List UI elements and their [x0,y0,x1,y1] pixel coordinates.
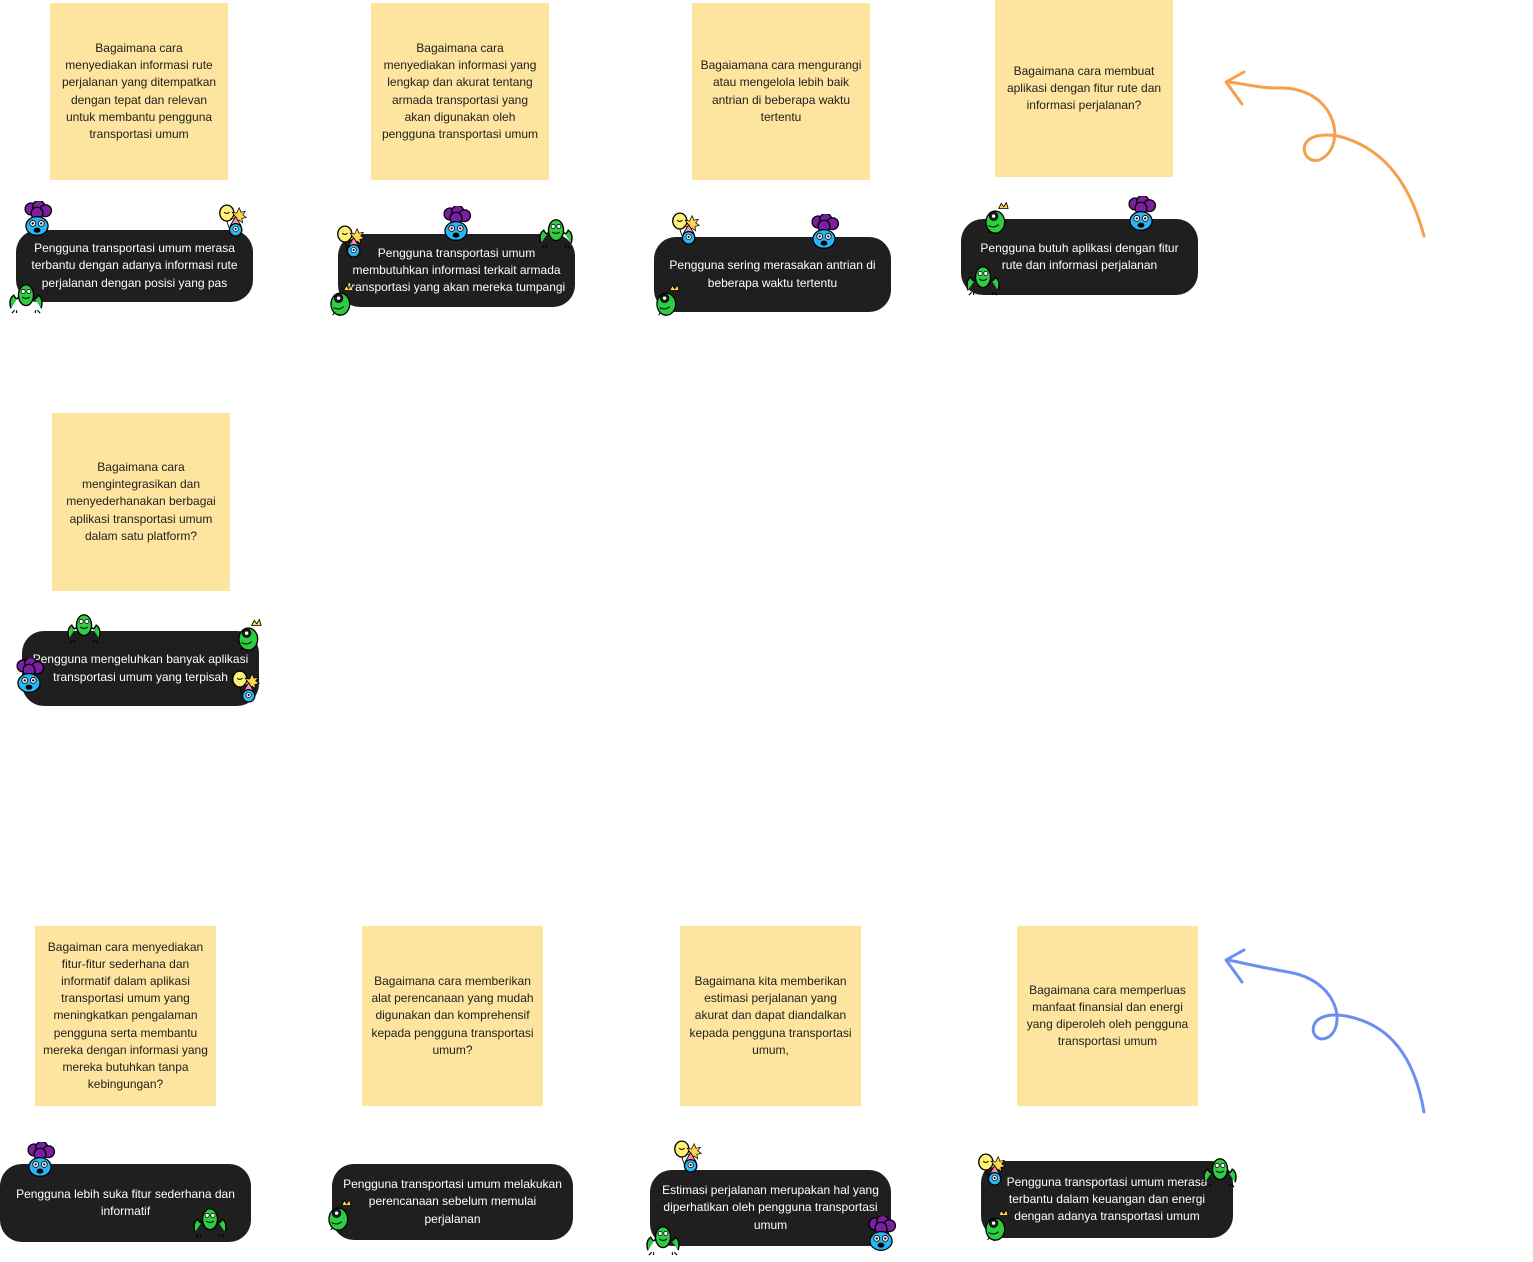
insight-bubble[interactable]: Estimasi perjalanan merupakan hal yang d… [650,1170,891,1246]
balloon-party-sticker-icon[interactable] [671,212,701,246]
sticky-note[interactable]: Bagaimana cara menyediakan informasi yan… [371,3,549,180]
curly-arrow-icon[interactable] [1218,66,1438,246]
insight-bubble[interactable]: Pengguna mengeluhkan banyak aplikasi tra… [22,631,259,706]
sticky-note-text: Bagaimana cara memperluas manfaat finans… [1026,982,1189,1049]
insight-bubble-text: Pengguna butuh aplikasi dengan fitur rut… [980,240,1179,272]
insight-bubble[interactable]: Pengguna transportasi umum merasa terban… [16,230,253,302]
purple-hair-face-sticker-icon[interactable] [20,201,54,239]
sticky-note[interactable]: Bagaiman cara menyediakan fitur-fitur se… [35,926,216,1106]
balloon-party-sticker-icon[interactable] [231,670,261,704]
balloon-party-sticker-icon[interactable] [673,1140,703,1174]
insight-bubble[interactable]: Pengguna transportasi umum melakukan per… [332,1164,573,1240]
insight-bubble-text: Pengguna mengeluhkan banyak aplikasi tra… [32,652,249,684]
sticky-note-text: Bagaimana cara menyediakan informasi rut… [61,40,217,141]
insight-bubble[interactable]: Pengguna transportasi umum merasa terban… [981,1161,1233,1238]
sticky-note-text: Bagaimana cara memberikan alat perencana… [371,973,534,1057]
purple-hair-face-sticker-icon[interactable] [439,206,473,244]
sticky-note[interactable]: Bagaimana kita memberikan estimasi perja… [680,926,861,1106]
sticky-note-text: Bagaiman cara menyediakan fitur-fitur se… [43,939,208,1092]
sticky-note[interactable]: Bagaimana cara menyediakan informasi rut… [50,3,228,180]
balloon-party-sticker-icon[interactable] [218,204,248,238]
green-crowned-blob-sticker-icon[interactable] [654,282,682,316]
balloon-party-sticker-icon[interactable] [977,1153,1007,1187]
sticky-note[interactable]: Bagaiamana cara mengurangi atau mengelol… [692,3,870,180]
sticky-note-text: Bagaimana cara menyediakan informasi yan… [381,40,539,141]
insight-bubble[interactable]: Pengguna transportasi umum membutuhkan i… [338,234,575,307]
green-crowned-blob-sticker-icon[interactable] [328,282,356,316]
sticky-note-text: Bagaimana cara mengintegrasikan dan meny… [66,459,216,543]
green-monster-sticker-icon[interactable] [64,612,104,644]
sticky-note-text: Bagaimana cara membuat aplikasi dengan f… [1006,63,1162,113]
insight-bubble-text: Estimasi perjalanan merupakan hal yang d… [662,1183,879,1232]
green-monster-sticker-icon[interactable] [963,264,1003,296]
green-monster-sticker-icon[interactable] [190,1206,230,1238]
insight-bubble-text: Pengguna sering merasakan antrian di beb… [669,258,876,290]
sticky-note[interactable]: Bagaimana cara mengintegrasikan dan meny… [52,413,230,591]
insight-bubble[interactable]: Pengguna sering merasakan antrian di beb… [654,237,891,312]
green-monster-sticker-icon[interactable] [1200,1156,1240,1188]
sticky-note-text: Bagaiamana cara mengurangi atau mengelol… [700,58,862,124]
purple-hair-face-sticker-icon[interactable] [12,658,46,696]
green-crowned-blob-sticker-icon[interactable] [326,1197,354,1231]
green-crowned-blob-sticker-icon[interactable] [236,617,264,651]
insight-bubble-text: Pengguna transportasi umum melakukan per… [343,1177,562,1226]
green-crowned-blob-sticker-icon[interactable] [983,200,1011,234]
sticky-note[interactable]: Bagaimana cara membuat aplikasi dengan f… [995,0,1173,177]
purple-hair-face-sticker-icon[interactable] [864,1216,898,1254]
sticky-note[interactable]: Bagaimana cara memperluas manfaat finans… [1017,926,1198,1106]
purple-hair-face-sticker-icon[interactable] [1124,196,1158,234]
insight-bubble-text: Pengguna transportasi umum merasa terban… [31,241,238,290]
balloon-party-sticker-icon[interactable] [336,225,366,259]
purple-hair-face-sticker-icon[interactable] [807,214,841,252]
insight-bubble[interactable]: Pengguna butuh aplikasi dengan fitur rut… [961,219,1198,295]
insight-bubble[interactable]: Pengguna lebih suka fitur sederhana dan … [0,1164,251,1242]
insight-bubble-text: Pengguna lebih suka fitur sederhana dan … [16,1186,235,1218]
green-crowned-blob-sticker-icon[interactable] [983,1207,1011,1241]
purple-hair-face-sticker-icon[interactable] [23,1142,57,1180]
green-monster-sticker-icon[interactable] [643,1224,683,1256]
green-monster-sticker-icon[interactable] [536,217,576,249]
sticky-note-text: Bagaimana kita memberikan estimasi perja… [689,973,852,1057]
sticky-note[interactable]: Bagaimana cara memberikan alat perencana… [362,926,543,1106]
green-monster-sticker-icon[interactable] [6,282,46,314]
insight-bubble-text: Pengguna transportasi umum membutuhkan i… [347,245,566,295]
curly-arrow-icon[interactable] [1218,944,1438,1124]
insight-bubble-text: Pengguna transportasi umum merasa terban… [1006,1174,1208,1224]
